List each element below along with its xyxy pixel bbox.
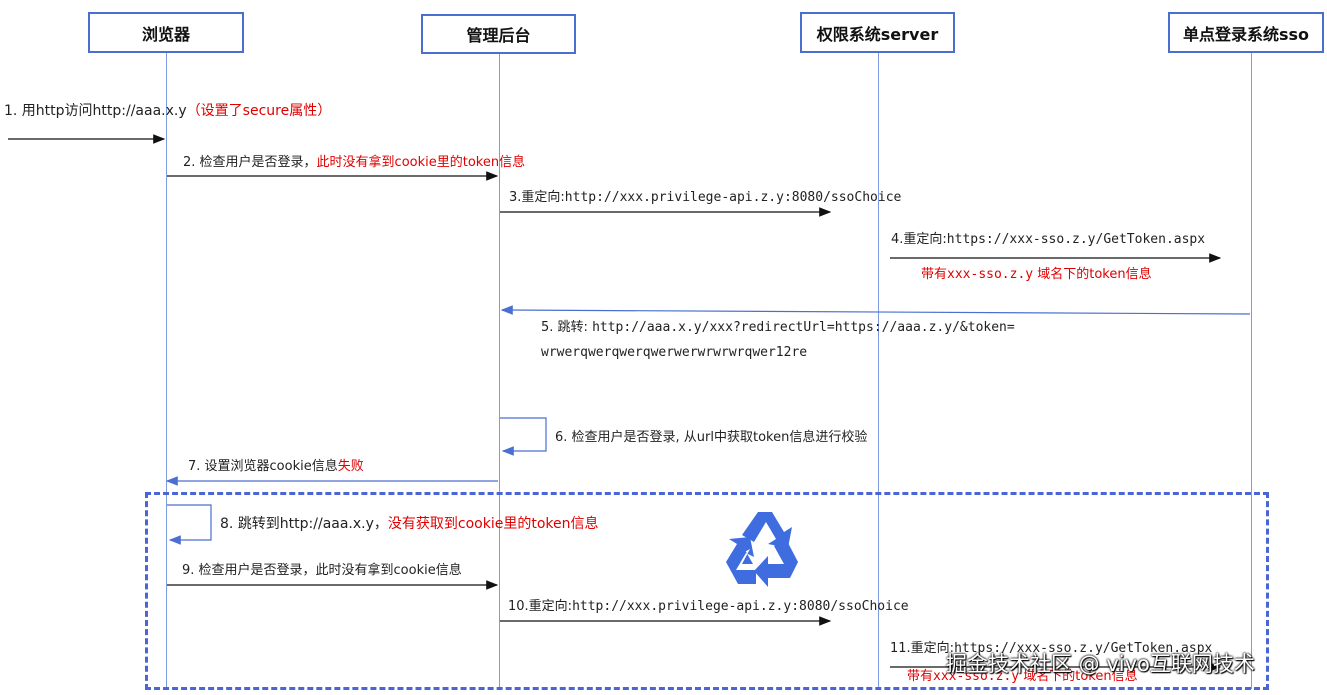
msg-8-text: 8. 跳转到http://aaa.x.y， bbox=[220, 516, 388, 532]
recycle-icon bbox=[726, 512, 798, 587]
msg-11-note-domain: xxx-sso.z.y bbox=[933, 669, 1020, 684]
msg-11-note: 带有xxx-sso.z.y 域名下的token信息 bbox=[907, 669, 1138, 685]
actor-admin-label: 管理后台 bbox=[466, 26, 531, 45]
msg-3-text: 3.重定向: bbox=[509, 190, 565, 205]
msg-5-text: 5. 跳转: bbox=[541, 320, 593, 335]
loop-region-box bbox=[145, 492, 1269, 690]
msg-2-highlight: 此时没有拿到cookie里的token信息 bbox=[316, 155, 526, 170]
msg-10-text: 10.重定向: bbox=[508, 599, 573, 614]
actor-sso: 单点登录系统sso bbox=[1168, 12, 1324, 53]
msg-8-highlight: 没有获取到cookie里的token信息 bbox=[387, 516, 599, 532]
actor-admin: 管理后台 bbox=[421, 14, 576, 54]
actor-permission-server: 权限系统server bbox=[800, 12, 955, 53]
msg-4-url: https://xxx-sso.z.y/GetToken.aspx bbox=[946, 232, 1206, 247]
msg-11-note-c: 域名下的token信息 bbox=[1019, 669, 1138, 684]
msg-3-url: http://xxx.privilege-api.z.y:8080/ssoCho… bbox=[564, 190, 902, 205]
actor-sso-label: 单点登录系统sso bbox=[1182, 24, 1310, 44]
msg-9: 9. 检查用户是否登录，此时没有拿到cookie信息 bbox=[182, 563, 462, 578]
actor-browser: 浏览器 bbox=[88, 12, 244, 53]
msg-4-note: 带有xxx-sso.z.y 域名下的token信息 bbox=[921, 267, 1152, 283]
msg-2: 2. 检查用户是否登录，此时没有拿到cookie里的token信息 bbox=[183, 155, 525, 171]
msg-7-highlight: 失败 bbox=[337, 459, 364, 474]
msg-10-url: http://xxx.privilege-api.z.y:8080/ssoCho… bbox=[572, 599, 909, 614]
site-watermark: 掘金技术社区 @ vivo互联网技术 bbox=[946, 652, 1255, 676]
msg-11-note-a: 带有 bbox=[907, 669, 934, 684]
msg-4-note-domain: xxx-sso.z.y bbox=[947, 267, 1034, 282]
msg-4-text: 4.重定向: bbox=[891, 232, 947, 247]
msg-1-text: 1. 用http访问http://aaa.x.y bbox=[4, 103, 187, 119]
msg-6: 6. 检查用户是否登录, 从url中获取token信息进行校验 bbox=[555, 430, 868, 445]
msg-3: 3.重定向:http://xxx.privilege-api.z.y:8080/… bbox=[509, 190, 901, 206]
msg-7: 7. 设置浏览器cookie信息失败 bbox=[188, 459, 364, 475]
msg-8: 8. 跳转到http://aaa.x.y，没有获取到cookie里的token信… bbox=[220, 516, 599, 532]
msg-11-url: https://xxx-sso.z.y/GetToken.aspx bbox=[954, 641, 1213, 656]
msg-4-note-a: 带有 bbox=[921, 267, 948, 282]
arrow-6-self bbox=[500, 417, 547, 456]
msg-4: 4.重定向:https://xxx-sso.z.y/GetToken.aspx bbox=[891, 232, 1205, 248]
msg-1-highlight: （设置了secure属性） bbox=[186, 103, 332, 119]
actor-permission-label: 权限系统server bbox=[816, 24, 939, 44]
lifeline-permission bbox=[878, 53, 879, 689]
msg-4-note-c: 域名下的token信息 bbox=[1033, 267, 1152, 282]
lifeline-browser bbox=[166, 53, 167, 689]
actor-browser-label: 浏览器 bbox=[141, 24, 190, 44]
lifeline-sso bbox=[1251, 53, 1252, 689]
msg-11-text: 11.重定向: bbox=[890, 641, 955, 656]
msg-1: 1. 用http访问http://aaa.x.y（设置了secure属性） bbox=[4, 103, 331, 119]
msg-5-url-line2: wrwerqwerqwerqwerwerwrwrwrqwer12re bbox=[541, 345, 808, 360]
msg-10: 10.重定向:http://xxx.privilege-api.z.y:8080… bbox=[508, 599, 909, 615]
arrow-5 bbox=[500, 305, 1251, 315]
msg-5-url: http://aaa.x.y/xxx?redirectUrl=https://a… bbox=[592, 320, 1015, 335]
msg-2-text: 2. 检查用户是否登录， bbox=[183, 155, 317, 170]
msg-11: 11.重定向:https://xxx-sso.z.y/GetToken.aspx bbox=[890, 641, 1212, 657]
msg-7-text: 7. 设置浏览器cookie信息 bbox=[188, 459, 338, 474]
msg-5: 5. 跳转: http://aaa.x.y/xxx?redirectUrl=ht… bbox=[541, 320, 1015, 336]
arrow-8-self bbox=[167, 504, 212, 545]
lifeline-admin bbox=[499, 54, 500, 689]
